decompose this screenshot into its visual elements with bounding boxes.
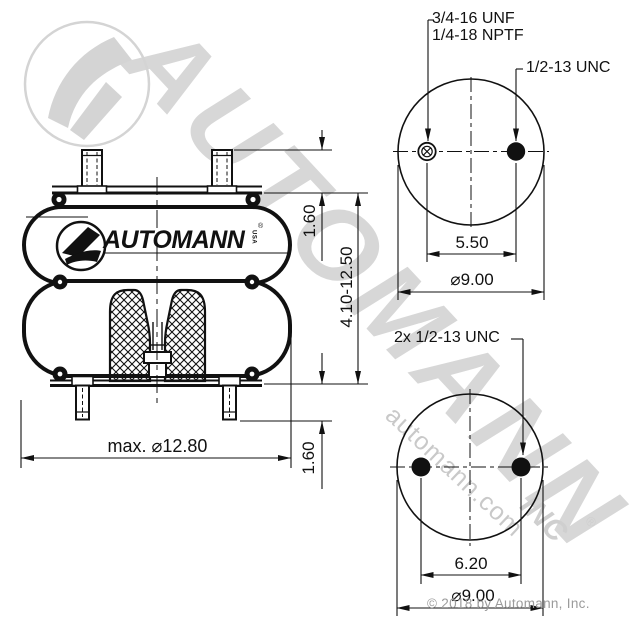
bottom-view-leader xyxy=(511,338,526,456)
top-view xyxy=(393,19,549,300)
top-view-centerlines xyxy=(393,77,549,228)
bottom-studs-thread-label: 2x 1/2-13 UNC xyxy=(394,329,500,346)
copyright-notice: © 2018 by Automann, Inc. xyxy=(427,596,590,611)
bottom-stud-spacing-dim: 6.20 xyxy=(454,554,488,573)
top-view-leaders xyxy=(425,19,523,142)
bottom-stud-hole-left xyxy=(411,457,431,477)
bottom-view-centerlines xyxy=(390,389,550,546)
top-view-dimensions xyxy=(397,163,545,300)
top-stud-hole xyxy=(506,142,526,161)
top-stud-spacing-dim: 5.50 xyxy=(455,233,489,252)
bottom-plate-diameter-dim: ⌀9.00 xyxy=(451,586,495,605)
combo-air-fitting-port xyxy=(417,141,437,162)
watermark-emblem-icon xyxy=(23,20,151,148)
top-stud-thread-label: 1/2-13 UNC xyxy=(526,59,611,76)
port-thread-label-line2: 1/4-18 NPTF xyxy=(432,27,524,44)
top-stud-height-dim: 1.60 xyxy=(300,204,320,238)
top-plate-diameter-dim: ⌀9.00 xyxy=(450,270,494,289)
top-studs xyxy=(76,149,238,194)
bottom-view xyxy=(390,338,550,616)
bottom-studs xyxy=(71,375,241,421)
side-view xyxy=(20,130,368,489)
bottom-bead-curls xyxy=(52,366,260,382)
height-range-dim: 4.10-12.50 xyxy=(337,246,357,328)
port-thread-label-line1: 3/4-16 UNF xyxy=(432,10,515,27)
girdle-rings xyxy=(52,274,260,290)
internal-bumper xyxy=(108,288,207,383)
logo-emblem-icon xyxy=(26,216,288,272)
max-diameter-dim: max. ⌀12.80 xyxy=(107,436,208,456)
top-bead-curls xyxy=(51,192,261,207)
bottom-view-dimensions xyxy=(396,478,544,616)
logo-registered-mark: ® xyxy=(258,223,264,230)
bottom-stud-hole-right xyxy=(511,457,531,477)
side-view-dimensions xyxy=(20,130,368,489)
logo-brand-text: AUTOMANN xyxy=(103,226,245,254)
bottom-stud-height-dim: 1.60 xyxy=(299,441,319,475)
logo-country-text: USA xyxy=(250,230,257,245)
